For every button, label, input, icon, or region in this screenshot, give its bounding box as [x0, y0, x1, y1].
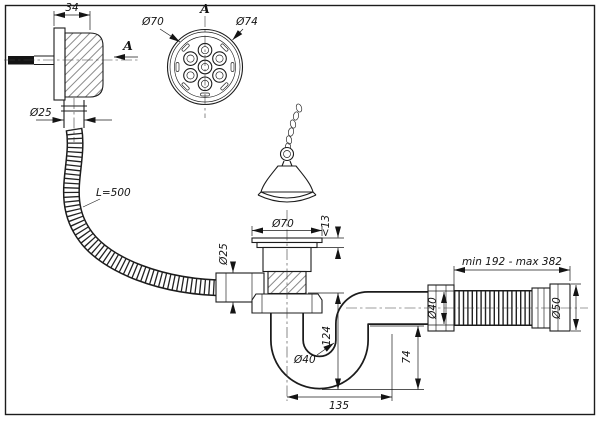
dim-outlet-pipe-diameter: Ø40	[427, 290, 454, 326]
dim-d70-grate-label: Ø70	[141, 16, 164, 28]
dimensions: 34 A Ø25 L=500 A Ø70 Ø74 Ø70	[29, 1, 581, 412]
dim-34-label: 34	[65, 2, 78, 14]
hose-length-label: L=500	[96, 187, 131, 199]
dim-end-cuff-diameter: Ø50	[551, 283, 581, 332]
drain-plug	[257, 146, 317, 203]
dim-overflow-depth: 34	[53, 2, 91, 30]
section-view-arrow: A	[114, 38, 138, 60]
dim-hose-diameter: Ø25	[218, 243, 236, 314]
dim-trap-pipe-diameter: Ø40	[293, 342, 335, 366]
dim-d25-hose-label: Ø25	[218, 243, 230, 266]
view-a-label: A	[199, 1, 210, 16]
dim-124-label: 124	[321, 326, 333, 346]
dim-d50-label: Ø50	[551, 297, 563, 320]
overflow-hose	[62, 127, 230, 297]
dim-flex-range-label: min 192 - max 382	[462, 256, 562, 268]
p-trap	[251, 291, 430, 390]
dim-drain-height: 124	[308, 292, 344, 390]
dim-flange-diameter: Ø70	[251, 218, 323, 236]
dim-grate-inner-diameter: Ø70	[141, 16, 181, 43]
dim-trap-width: 135	[287, 334, 393, 412]
dim-d74-grate-label: Ø74	[235, 16, 258, 28]
plug-chain	[285, 103, 303, 152]
dim-d25-overflow-label: Ø25	[29, 107, 52, 119]
dim-overflow-outlet-diameter: Ø25	[29, 107, 112, 123]
dim-13-label: <13	[320, 215, 332, 237]
dim-flange-height: <13	[317, 215, 344, 259]
section-arrow-label: A	[122, 38, 133, 53]
centerlines	[4, 16, 588, 401]
dim-d40-trap-label: Ø40	[293, 354, 316, 366]
dim-grate-outer-diameter: Ø74	[232, 16, 258, 41]
dim-d40-outlet-label: Ø40	[427, 297, 439, 320]
dim-d70-flange-label: Ø70	[271, 218, 294, 230]
dim-outlet-height: 74	[322, 325, 424, 390]
overflow-fitting	[8, 27, 104, 128]
dim-135-label: 135	[329, 400, 349, 412]
grate-slots	[175, 43, 235, 97]
dim-hose-length: L=500	[82, 187, 131, 208]
dim-74-label: 74	[401, 350, 413, 363]
dim-flex-range: min 192 - max 382	[453, 256, 571, 286]
